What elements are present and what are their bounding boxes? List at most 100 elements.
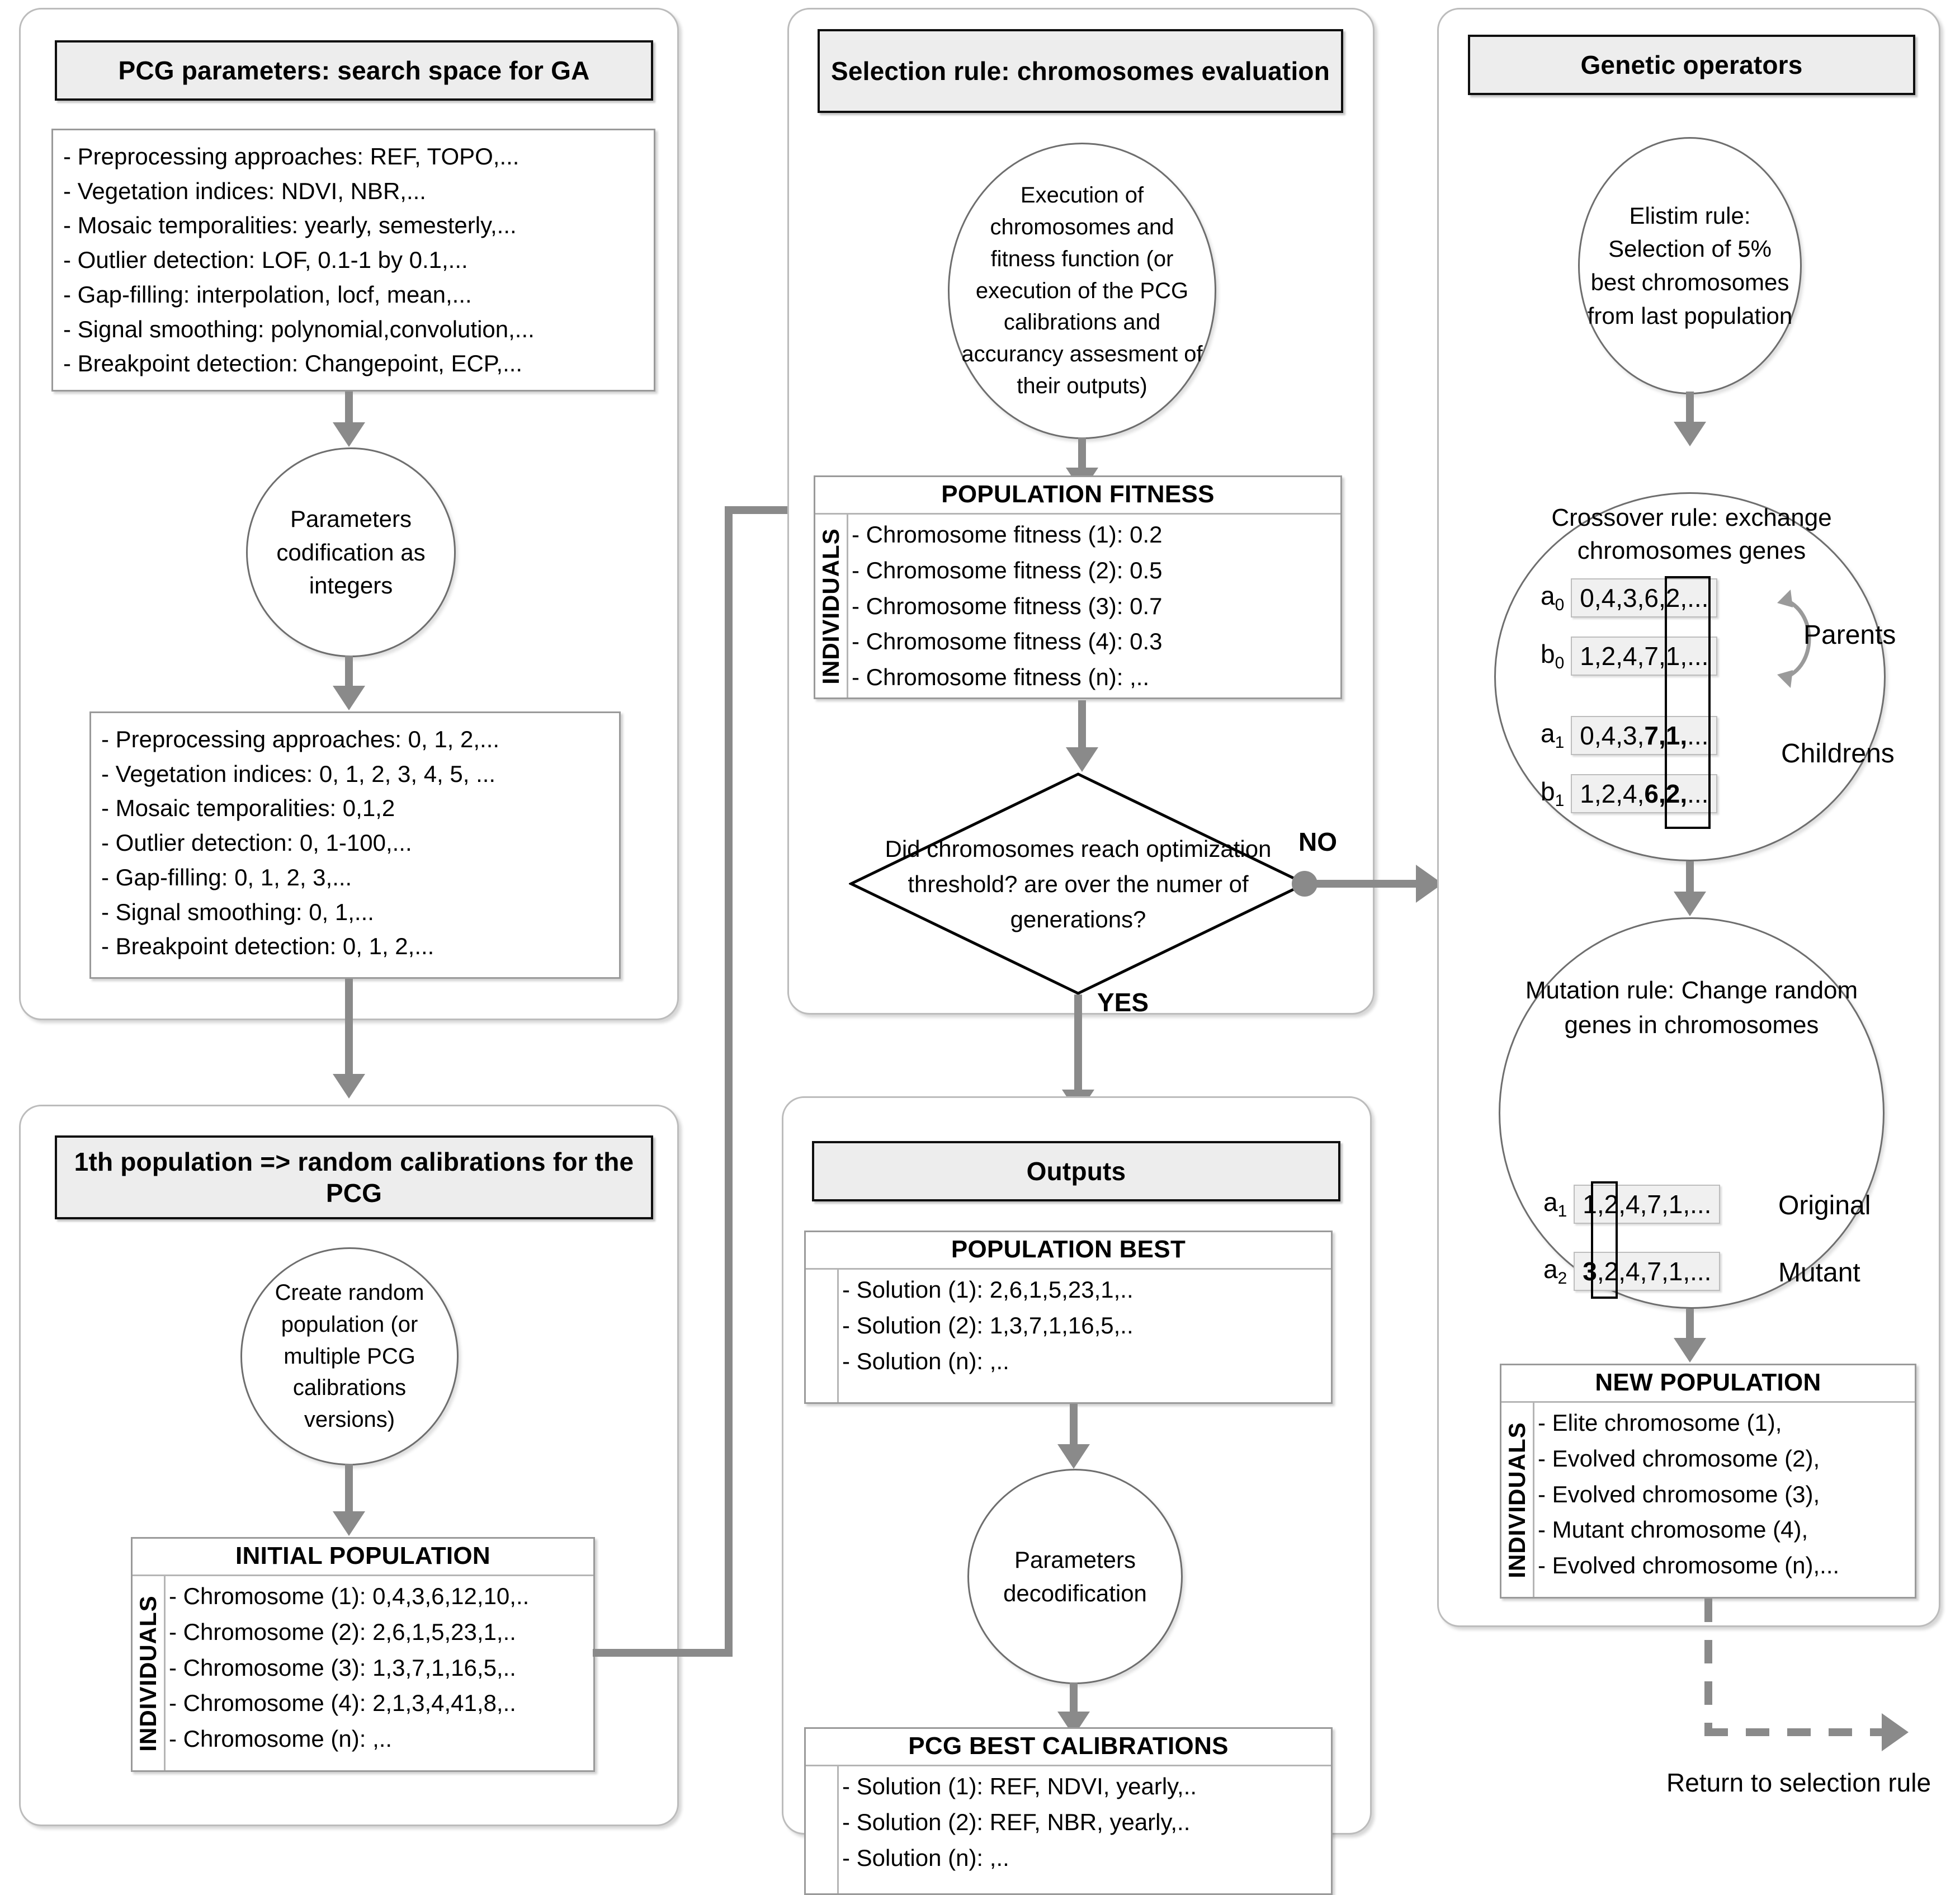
individuals-axis-label [806, 1766, 839, 1893]
crossover-row-a0: a0 0,4,3,6,2,... [1541, 578, 1718, 617]
individuals-axis-label: INDIVIDUALS [815, 515, 848, 697]
connector-line [1074, 994, 1082, 1092]
search-space-line: - Signal smoothing: polynomial,convoluti… [63, 315, 535, 342]
crossover-row-b1: b1 1,2,4,6,2,... [1541, 774, 1718, 813]
table-row: - Solution (n): ,.. [842, 1844, 1009, 1871]
individuals-axis-label: INDIVIDUALS [1501, 1403, 1534, 1597]
gene-label: b0 [1541, 639, 1565, 673]
gene-rest: ,2,4,7,1,... [1597, 1190, 1712, 1219]
return-connector-arrow [1882, 1713, 1909, 1751]
connector-line [1686, 392, 1694, 425]
gene-sub: 0 [1555, 596, 1565, 615]
search-space-line: - Preprocessing approaches: REF, TOPO,..… [63, 143, 519, 169]
connector-line [345, 656, 353, 689]
table-row: - Evolved chromosome (2), [1538, 1445, 1820, 1472]
table-title: POPULATION FITNESS [815, 477, 1340, 515]
circle-execution-fitness: Execution of chromosomes and fitness fun… [948, 143, 1216, 439]
table-row: - Evolved chromosome (3), [1538, 1481, 1820, 1507]
crossover-row-b0: b0 1,2,4,7,1,... [1541, 637, 1718, 676]
gene-suffix: ... [1687, 642, 1709, 671]
header-outputs: Outputs [812, 1141, 1340, 1201]
table-pcg-best-calibrations: PCG BEST CALIBRATIONS - Solution (1): RE… [804, 1727, 1333, 1895]
gene-prefix: 0,4,3, [1580, 721, 1645, 750]
table-row: - Solution (2): REF, NBR, yearly,.. [842, 1808, 1191, 1835]
gene-box: 1,2,4,7,1,... [1571, 637, 1718, 676]
gene-bold: 7,1, [1644, 642, 1688, 671]
gene-sub: 1 [1557, 1202, 1567, 1221]
label-original: Original [1778, 1191, 1871, 1220]
connector-arrow-down [1674, 892, 1706, 916]
box-codified-parameters: - Preprocessing approaches: 0, 1, 2,... … [89, 711, 621, 979]
table-row: - Solution (1): 2,6,1,5,23,1,.. [842, 1276, 1134, 1303]
individuals-text: INDIVIDUALS [135, 1595, 161, 1752]
header-genetic-operators: Genetic operators [1468, 35, 1915, 95]
table-row: - Chromosome (3): 1,3,7,1,16,5,.. [169, 1654, 516, 1681]
table-row: - Chromosome fitness (2): 0.5 [852, 557, 1163, 583]
codified-line: - Outlier detection: 0, 1-100,... [101, 829, 412, 856]
table-population-best: POPULATION BEST - Solution (1): 2,6,1,5,… [804, 1231, 1333, 1404]
decision-label-yes: YES [1097, 988, 1149, 1017]
codified-line: - Mosaic temporalities: 0,1,2 [101, 795, 395, 822]
connector-line [725, 506, 803, 514]
individuals-text: INDIVIDUALS [1504, 1421, 1530, 1578]
connector-line [1686, 861, 1694, 895]
table-row: - Solution (1): REF, NDVI, yearly,.. [842, 1773, 1197, 1799]
connector-arrow-down [1066, 747, 1098, 772]
connector-line [345, 392, 353, 425]
gene-sub: 2 [1557, 1269, 1567, 1288]
header-selection-rule: Selection rule: chromosomes evaluation [818, 29, 1343, 113]
gene-label: b1 [1541, 777, 1565, 810]
gene-box: 1,2,4,6,2,... [1571, 774, 1718, 813]
gene-bold: 6,2, [1644, 779, 1688, 808]
circle-parameters-decodification: Parameters decodification [967, 1469, 1183, 1684]
individuals-text: INDIVIDUALS [818, 527, 844, 685]
gene-sub: 0 [1555, 654, 1565, 673]
header-pcg-parameters: PCG parameters: search space for GA [55, 40, 653, 101]
table-row: - Chromosome (n): ,.. [169, 1726, 393, 1752]
circle-elitism-rule: Elistim rule: Selection of 5% best chrom… [1578, 137, 1802, 394]
table-row: - Solution (n): ,.. [842, 1347, 1009, 1374]
connector-line [593, 1649, 733, 1657]
circle-label: Elistim rule: Selection of 5% best chrom… [1587, 202, 1793, 329]
connector-line [1070, 1682, 1078, 1716]
table-title: POPULATION BEST [806, 1232, 1331, 1270]
codified-line: - Vegetation indices: 0, 1, 2, 3, 4, 5, … [101, 760, 496, 787]
table-row: - Elite chromosome (1), [1538, 1410, 1782, 1436]
search-space-line: - Outlier detection: LOF, 0.1-1 by 0.1,.… [63, 247, 468, 274]
gene-box: 0,4,3,7,1,... [1571, 716, 1718, 755]
gene-box: 1,2,4,7,1,... [1574, 1185, 1721, 1224]
header-first-population: 1th population => random calibrations fo… [55, 1135, 653, 1219]
gene-label: a1 [1541, 719, 1565, 752]
gene-first: 3 [1583, 1257, 1597, 1286]
gene-suffix: ... [1687, 779, 1709, 808]
circle-label: Create random population (or multiple PC… [275, 1280, 424, 1432]
table-title: NEW POPULATION [1501, 1365, 1915, 1403]
connector-arrow-down [333, 1074, 365, 1099]
connector-arrow-down [1057, 1444, 1090, 1469]
circle-create-random-population: Create random population (or multiple PC… [240, 1247, 459, 1465]
table-population-fitness: POPULATION FITNESS INDIVIDUALS - Chromos… [814, 475, 1342, 699]
table-row: - Solution (2): 1,3,7,1,16,5,.. [842, 1312, 1134, 1338]
gene-suffix: ... [1687, 583, 1709, 612]
label-mutant: Mutant [1778, 1258, 1860, 1288]
label-childrens: Childrens [1781, 739, 1895, 769]
individuals-axis-label: INDIVIDUALS [133, 1576, 166, 1770]
connector-line [345, 979, 353, 1077]
gene-bold: 6,2, [1644, 583, 1688, 612]
flowchart-canvas: PCG parameters: search space for GA - Pr… [19, 8, 1940, 1895]
return-connector-horizontal [1704, 1728, 1886, 1736]
gene-prefix: 1,2,4, [1580, 642, 1645, 671]
table-row: - Chromosome (4): 2,1,3,4,41,8,.. [169, 1690, 516, 1717]
search-space-line: - Gap-filling: interpolation, locf, mean… [63, 281, 472, 308]
table-title: INITIAL POPULATION [133, 1539, 593, 1576]
table-row: - Chromosome fitness (4): 0.3 [852, 628, 1163, 655]
connector-line [725, 506, 733, 1653]
decision-label-no: NO [1298, 827, 1337, 856]
gene-sub: 1 [1555, 791, 1565, 810]
connector-arrow-down [333, 1511, 365, 1536]
return-connector-vertical [1704, 1599, 1712, 1736]
table-initial-population: INITIAL POPULATION INDIVIDUALS - Chromos… [131, 1537, 595, 1772]
box-search-space: - Preprocessing approaches: REF, TOPO,..… [51, 129, 655, 392]
mutation-title: Mutation rule: Change random genes in ch… [1525, 977, 1858, 1039]
table-row: - Chromosome fitness (3): 0.7 [852, 592, 1163, 619]
